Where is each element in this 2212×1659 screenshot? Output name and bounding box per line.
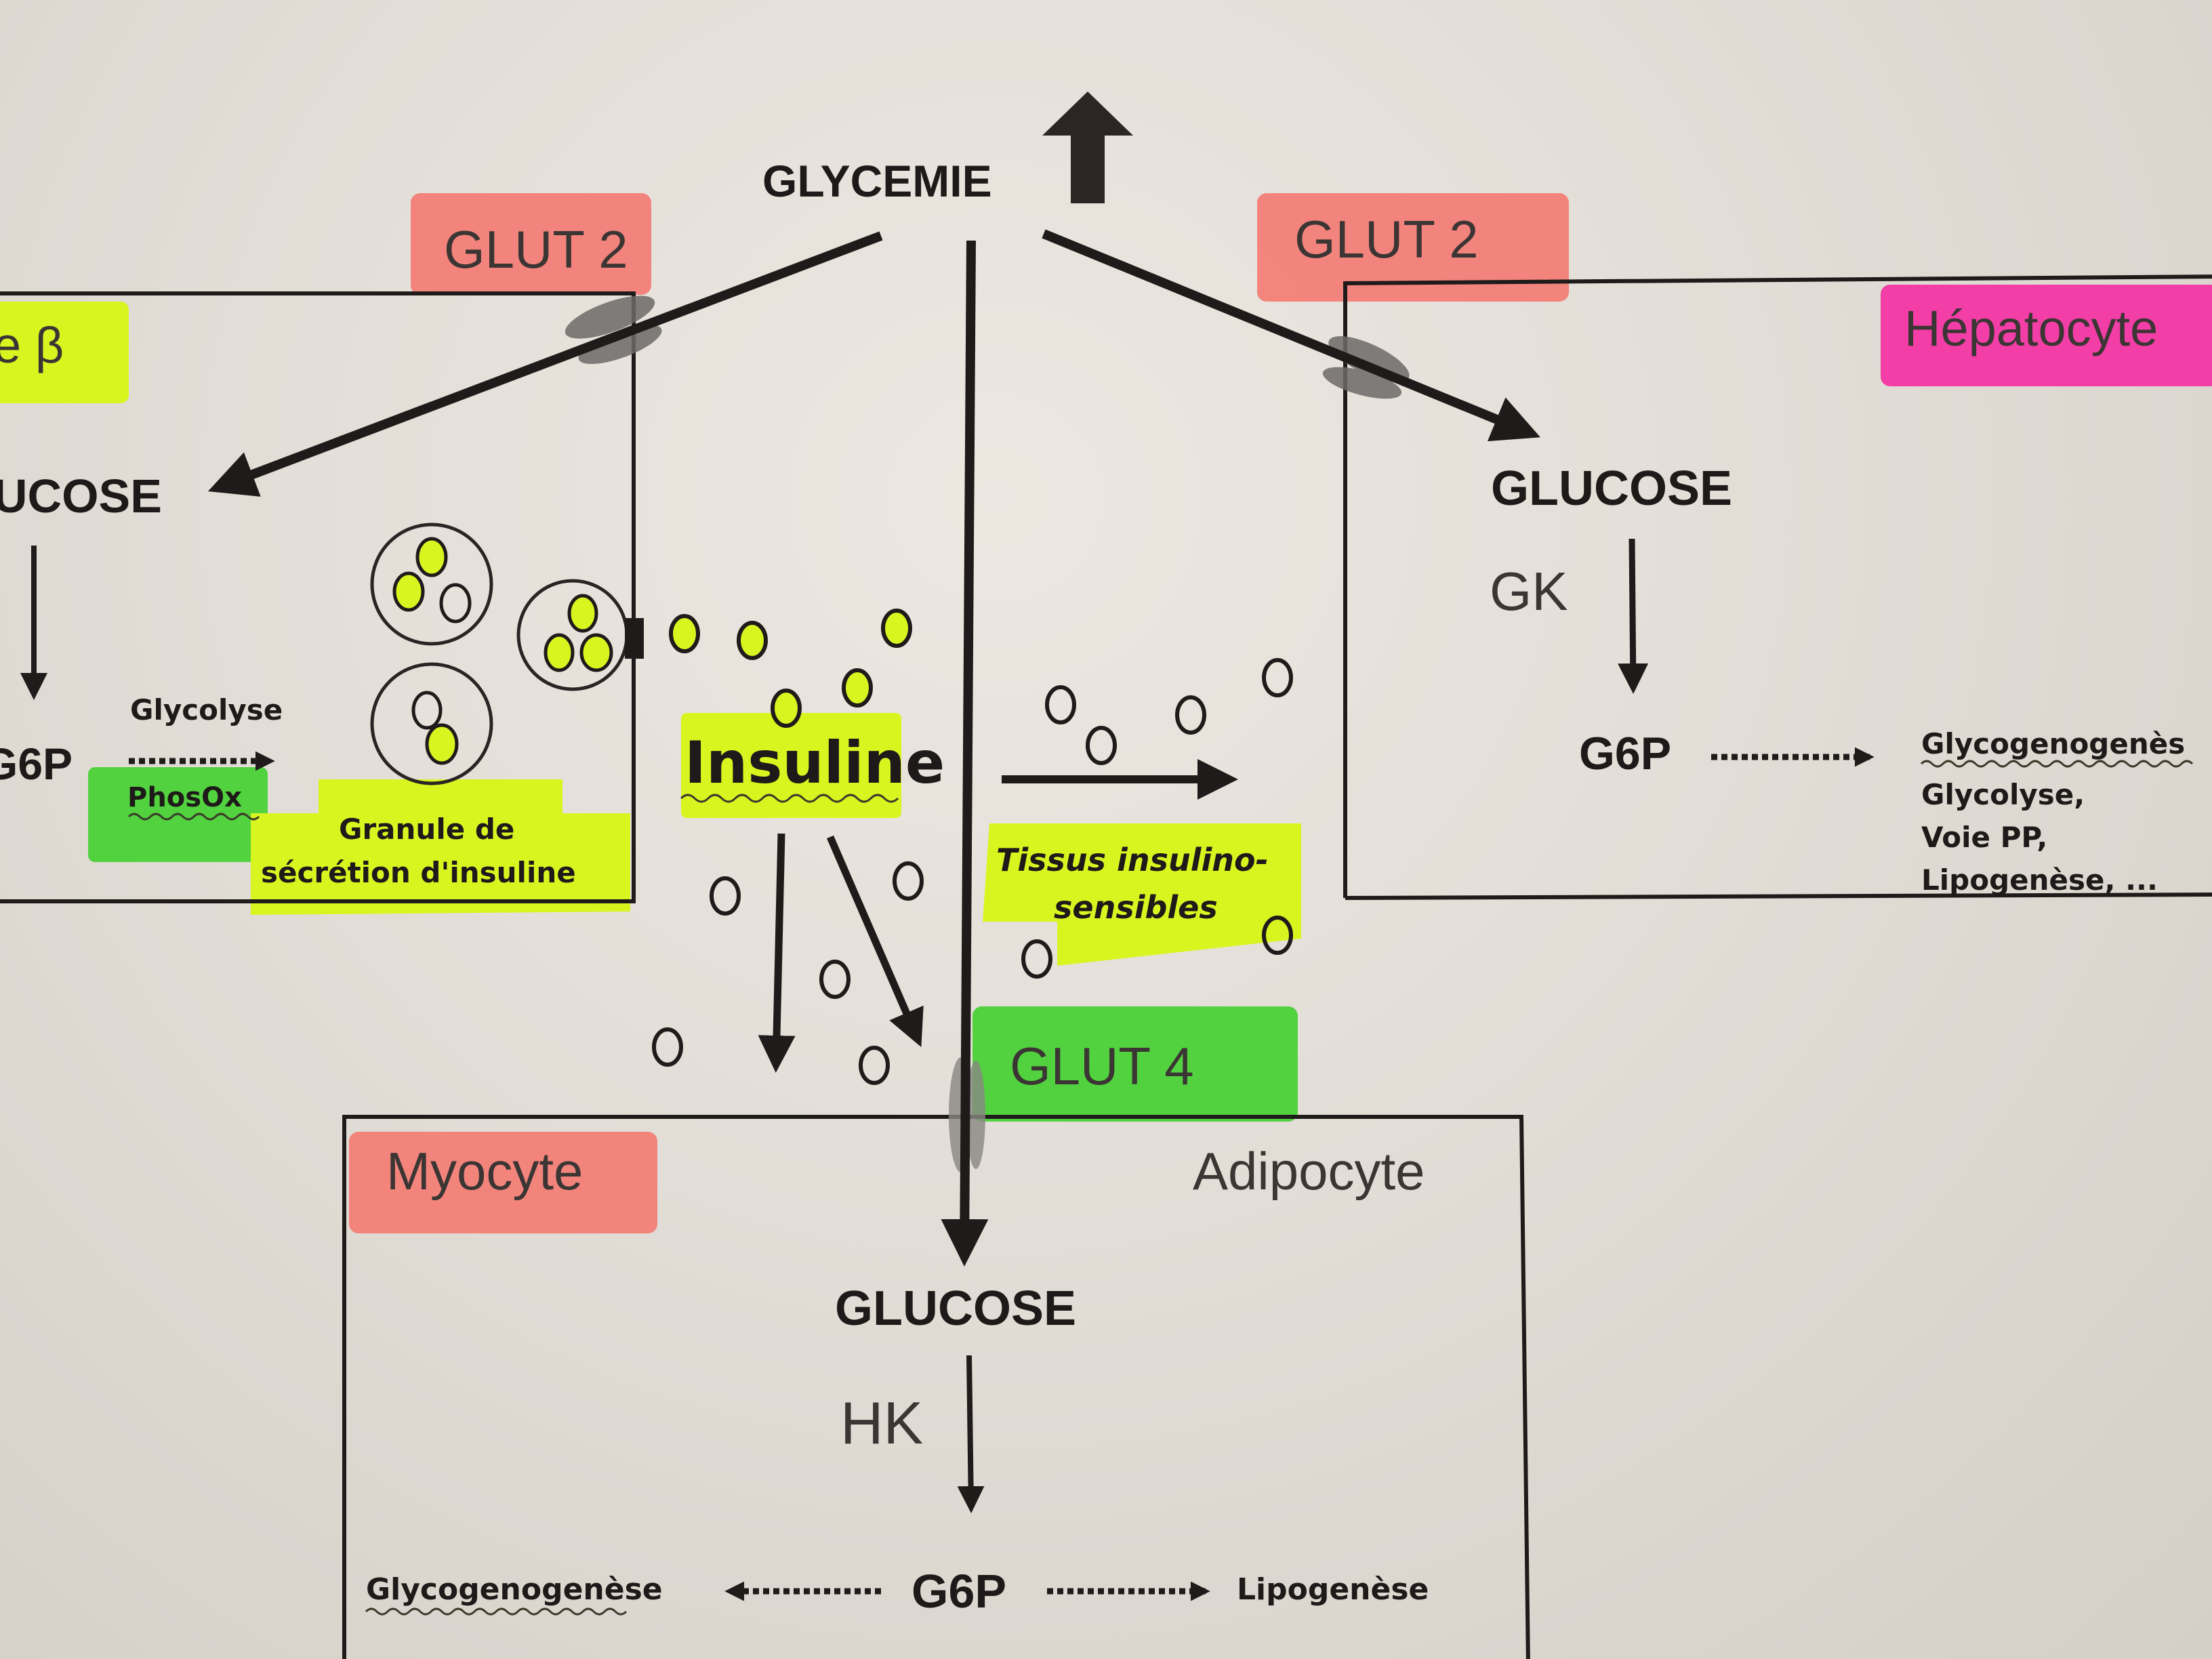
arrow-glucose-to-g6p-hepatocyte bbox=[1618, 538, 1649, 694]
tissus-label-line2: sensibles bbox=[1054, 889, 1218, 926]
insulin-molecule bbox=[893, 861, 924, 901]
arrow-insuline-down-2 bbox=[826, 835, 924, 1048]
highlight-glut2-right bbox=[1257, 193, 1569, 302]
myocyte-g6p-label: G6P bbox=[912, 1565, 1006, 1618]
glycemie-title: GLYCEMIE bbox=[762, 156, 992, 206]
hepatocyte-boundary bbox=[1343, 274, 2212, 898]
insuline-label: Insuline bbox=[684, 729, 945, 797]
hk-enzyme-label: HK bbox=[840, 1389, 923, 1456]
tissus-label-line1: Tissus insulino- bbox=[996, 842, 1269, 878]
hepatocyte-outcome: Voie PP, bbox=[1921, 821, 2047, 854]
myocyte-label: Myocyte bbox=[386, 1141, 583, 1201]
highlight-myocyte bbox=[349, 1132, 657, 1233]
insulin-molecule bbox=[1262, 658, 1293, 697]
glycogenogenese-underline bbox=[365, 1607, 628, 1616]
phosox-underline bbox=[127, 813, 260, 821]
insulin-molecule bbox=[710, 876, 741, 916]
beta-cell-label: e β bbox=[0, 317, 64, 373]
glut2-right-label: GLUT 2 bbox=[1294, 209, 1479, 269]
granule-label-line1: Granule de bbox=[339, 813, 514, 846]
insulin-molecule bbox=[842, 668, 873, 708]
insulin-molecule bbox=[669, 614, 700, 653]
glycolyse-label: Glycolyse bbox=[130, 693, 283, 726]
insulin-molecule bbox=[881, 609, 912, 648]
insulin-molecule bbox=[1086, 726, 1117, 765]
hepatocyte-boundary-bottom bbox=[1345, 893, 2212, 900]
arrow-glycemie-to-beta-cell bbox=[207, 231, 883, 497]
highlight-insuline bbox=[681, 713, 901, 818]
arrow-glycemie-to-myocyte bbox=[941, 240, 989, 1267]
myocyte-glucose-label: GLUCOSE bbox=[835, 1282, 1076, 1336]
arrow-insuline-down-1 bbox=[758, 833, 796, 1073]
insuline-underline bbox=[680, 794, 899, 803]
highlight-glut4 bbox=[972, 1006, 1298, 1122]
insulin-molecule bbox=[1021, 939, 1052, 979]
glycogenogenese-label: Glycogenogenèse bbox=[366, 1572, 663, 1607]
highlight-beta-cell bbox=[0, 302, 129, 403]
insulin-molecule bbox=[771, 689, 802, 728]
highlight-tissus bbox=[983, 823, 1301, 966]
beta-g6p-label: G6P bbox=[0, 739, 73, 789]
glut4-label: GLUT 4 bbox=[1010, 1036, 1194, 1096]
myocyte-adipocyte-boundary bbox=[342, 1115, 1530, 1659]
adipocyte-label: Adipocyte bbox=[1193, 1141, 1425, 1201]
arrow-glycemie-to-hepatocyte bbox=[1042, 229, 1540, 442]
hepatocyte-outcome: Glycogenogenès bbox=[1921, 727, 2185, 760]
gk-enzyme-label: GK bbox=[1490, 561, 1568, 621]
granule-label-line2: sécrétion d'insuline bbox=[261, 856, 576, 889]
beta-cell-boundary bbox=[0, 291, 636, 903]
hepatocyte-outcome: Lipogenèse, ... bbox=[1921, 863, 2158, 897]
insulin-molecule bbox=[1262, 916, 1293, 955]
arrow-glucose-to-g6p-myocyte bbox=[957, 1355, 985, 1513]
lipogenese-label: Lipogenèse bbox=[1237, 1572, 1429, 1607]
insulin-molecule bbox=[652, 1027, 683, 1067]
hepatocyte-g6p-label: G6P bbox=[1579, 728, 1671, 779]
up-arrow-icon bbox=[1042, 91, 1133, 203]
glut2-left-label: GLUT 2 bbox=[444, 220, 628, 279]
beta-glucose-label: UCOSE bbox=[0, 470, 162, 523]
hepatocyte-glucose-label: GLUCOSE bbox=[1491, 462, 1732, 516]
highlight-granule-label bbox=[251, 779, 630, 915]
phosox-label: PhosOx bbox=[127, 782, 242, 813]
glycogenogenese-underline bbox=[1920, 760, 2194, 768]
hepatocyte-label: Hépatocyte bbox=[1904, 300, 2158, 356]
secretory-granule bbox=[370, 662, 493, 785]
secretory-granule-docked bbox=[516, 579, 644, 691]
insulin-molecule bbox=[819, 960, 851, 999]
highlight-hepatocyte bbox=[1881, 285, 2212, 386]
insulin-molecule bbox=[859, 1046, 890, 1085]
insulin-molecule bbox=[1175, 695, 1206, 735]
insulin-molecule bbox=[1045, 685, 1076, 724]
insulin-molecule bbox=[737, 621, 768, 660]
highlight-glut2-left bbox=[411, 193, 651, 295]
secretory-granule bbox=[370, 523, 493, 646]
insulin-molecules bbox=[652, 609, 1293, 1085]
hepatocyte-outcome: Glycolyse, bbox=[1921, 778, 2085, 811]
glut2-left-transporter-icon bbox=[565, 295, 662, 365]
